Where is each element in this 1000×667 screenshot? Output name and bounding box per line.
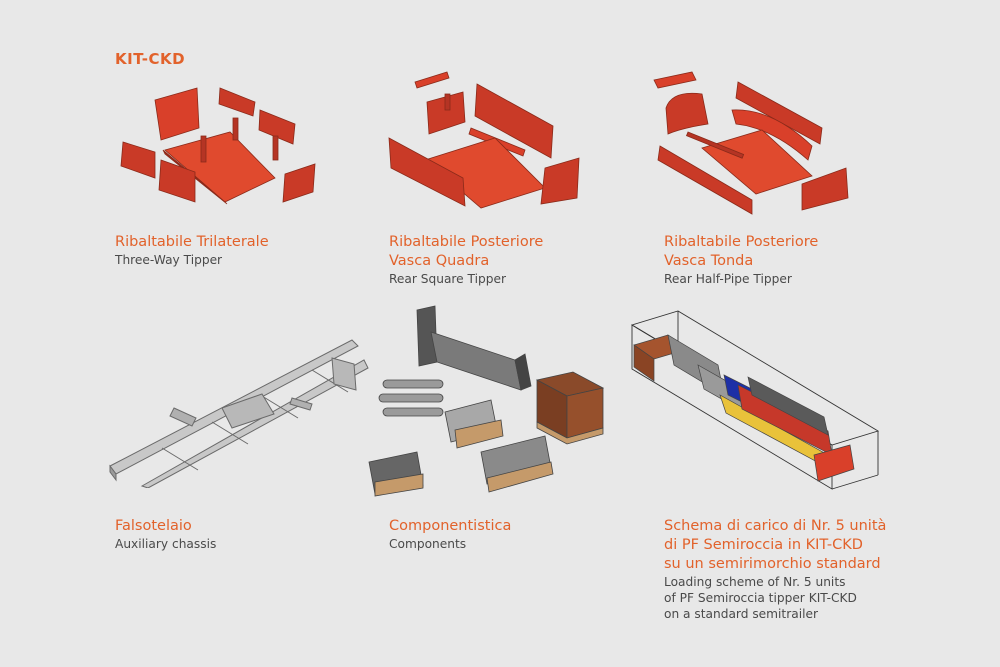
caption-title-en: of PF Semiroccia tipper KIT-CKD xyxy=(664,591,857,605)
caption-title-it: Componentistica xyxy=(389,518,512,534)
caption-title-en: Loading scheme of Nr. 5 units xyxy=(664,575,846,589)
rear-half-pipe-tipper-illustration xyxy=(652,68,852,218)
caption-title-en: Components xyxy=(389,537,467,551)
caption-title-it: Vasca Quadra xyxy=(389,253,490,269)
caption-title-en: Three-Way Tipper xyxy=(115,253,223,267)
caption-rear-half-pipe-tipper: Ribaltabile Posteriore Vasca Tonda Rear … xyxy=(664,233,818,287)
caption-title-it: di PF Semiroccia in KIT-CKD xyxy=(664,537,863,553)
caption-title-it: Schema di carico di Nr. 5 unità xyxy=(664,518,887,534)
caption-title-it: Ribaltabile Posteriore xyxy=(664,234,819,250)
components-illustration xyxy=(365,302,610,497)
caption-title-en: Auxiliary chassis xyxy=(115,537,217,551)
loading-scheme-illustration xyxy=(628,305,883,495)
auxiliary-chassis-illustration xyxy=(102,338,372,488)
caption-title-it: Ribaltabile Trilaterale xyxy=(115,234,269,250)
page-heading: KIT-CKD xyxy=(115,50,186,68)
caption-auxiliary-chassis: Falsotelaio Auxiliary chassis xyxy=(115,517,216,552)
caption-title-en: on a standard semitrailer xyxy=(664,607,818,621)
caption-loading-scheme: Schema di carico di Nr. 5 unità di PF Se… xyxy=(664,517,886,622)
caption-rear-square-tipper: Ribaltabile Posteriore Vasca Quadra Rear… xyxy=(389,233,543,287)
caption-title-it: Falsotelaio xyxy=(115,518,192,534)
caption-three-way-tipper: Ribaltabile Trilaterale Three-Way Tipper xyxy=(115,233,269,268)
three-way-tipper-illustration xyxy=(115,80,325,210)
caption-title-en: Rear Half-Pipe Tipper xyxy=(664,272,792,286)
caption-title-it: Vasca Tonda xyxy=(664,253,754,269)
rear-square-tipper-illustration xyxy=(385,68,590,213)
caption-title-en: Rear Square Tipper xyxy=(389,272,506,286)
caption-title-it: su un semirimorchio standard xyxy=(664,556,881,572)
caption-components: Componentistica Components xyxy=(389,517,511,552)
caption-title-it: Ribaltabile Posteriore xyxy=(389,234,544,250)
